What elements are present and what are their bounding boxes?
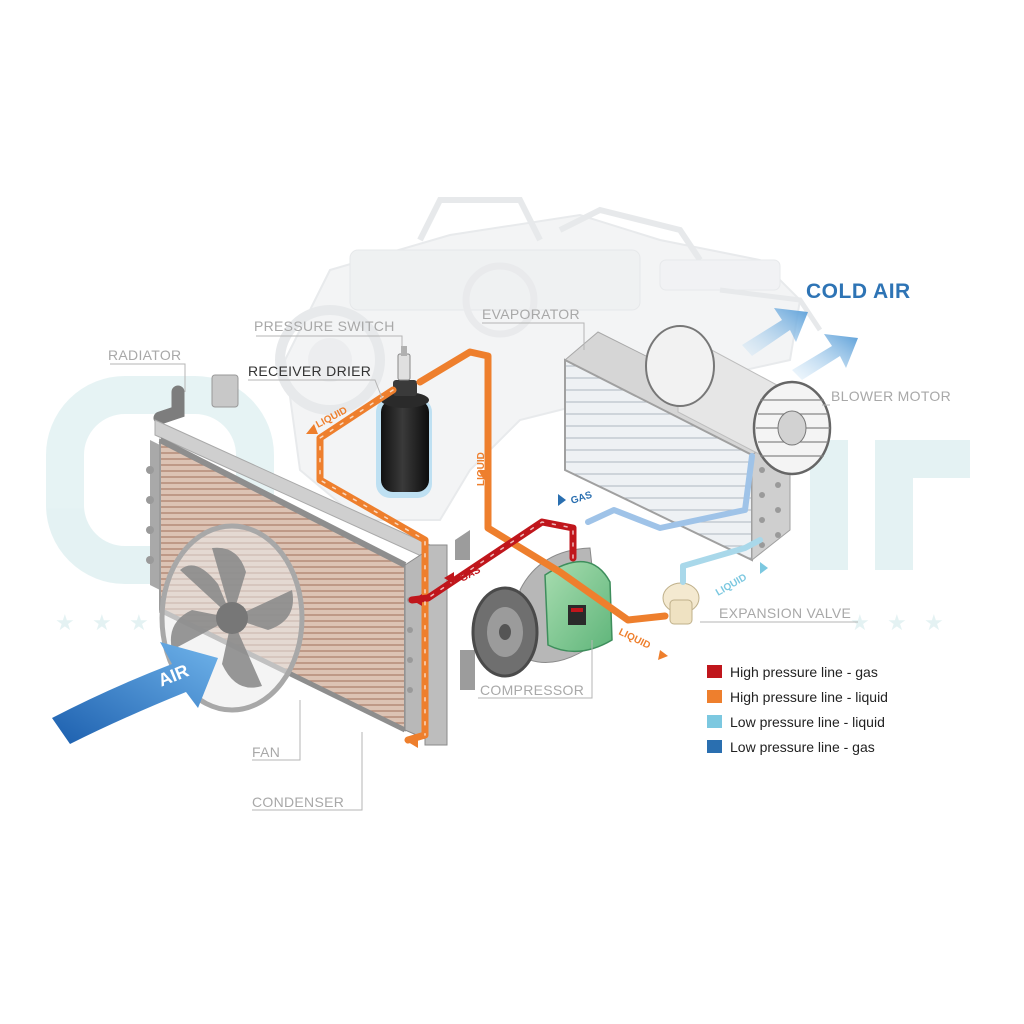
legend-swatch [707, 665, 722, 678]
legend: High pressure line - gas High pressure l… [707, 659, 888, 759]
condenser-label: CONDENSER [252, 794, 345, 810]
svg-text:★: ★ [55, 611, 75, 636]
legend-swatch [707, 715, 722, 728]
tag-gas-2: GAS [570, 490, 594, 507]
svg-text:★: ★ [92, 611, 112, 636]
air-arrow: AIR [52, 642, 218, 744]
high-pressure-liquid-line-2 [416, 348, 669, 624]
cold-air-label: COLD AIR [806, 280, 911, 303]
legend-label: High pressure line - gas [730, 663, 878, 680]
evaporator-label: EVAPORATOR [482, 306, 580, 322]
compressor-label: COMPRESSOR [480, 682, 585, 698]
tag-liquid-4: LIQUID [714, 572, 749, 598]
radiator-label: RADIATOR [108, 347, 182, 363]
receiver-drier [376, 380, 432, 498]
legend-label: Low pressure line - gas [730, 738, 875, 755]
legend-swatch [707, 690, 722, 703]
blower-motor [645, 325, 832, 476]
legend-label: High pressure line - liquid [730, 688, 888, 705]
legend-swatch [707, 740, 722, 753]
expansion-valve-label: EXPANSION VALVE [719, 605, 852, 621]
radiator [150, 374, 431, 590]
cold-air-arrows [742, 308, 858, 380]
low-pressure-liquid-line [680, 537, 763, 585]
legend-item-low-pressure-liquid: Low pressure line - liquid [707, 709, 888, 734]
blower-motor-label: BLOWER MOTOR [831, 388, 952, 404]
tag-liquid-3: LIQUID [617, 627, 652, 652]
svg-text:★: ★ [129, 611, 149, 636]
fan-label: FAN [252, 744, 281, 760]
receiver-drier-label: RECEIVER DRIER [248, 363, 372, 379]
flow-arrows [306, 424, 768, 748]
legend-label: Low pressure line - liquid [730, 713, 885, 730]
low-pressure-gas-line [585, 453, 755, 531]
refrigerant-lines [316, 348, 763, 744]
pressure-switch-label: PRESSURE SWITCH [254, 318, 395, 334]
leader-lines [110, 322, 858, 811]
legend-item-high-pressure-gas: High pressure line - gas [707, 659, 888, 684]
compressor [471, 547, 613, 678]
expansion-valve [662, 582, 700, 625]
svg-text:★: ★ [887, 611, 907, 636]
pressure-switch [397, 346, 411, 381]
legend-item-high-pressure-liquid: High pressure line - liquid [707, 684, 888, 709]
svg-text:★: ★ [850, 611, 870, 636]
legend-item-low-pressure-gas: Low pressure line - gas [707, 734, 888, 759]
tag-liquid-2: LIQUID [476, 452, 487, 486]
svg-text:★: ★ [924, 611, 944, 636]
